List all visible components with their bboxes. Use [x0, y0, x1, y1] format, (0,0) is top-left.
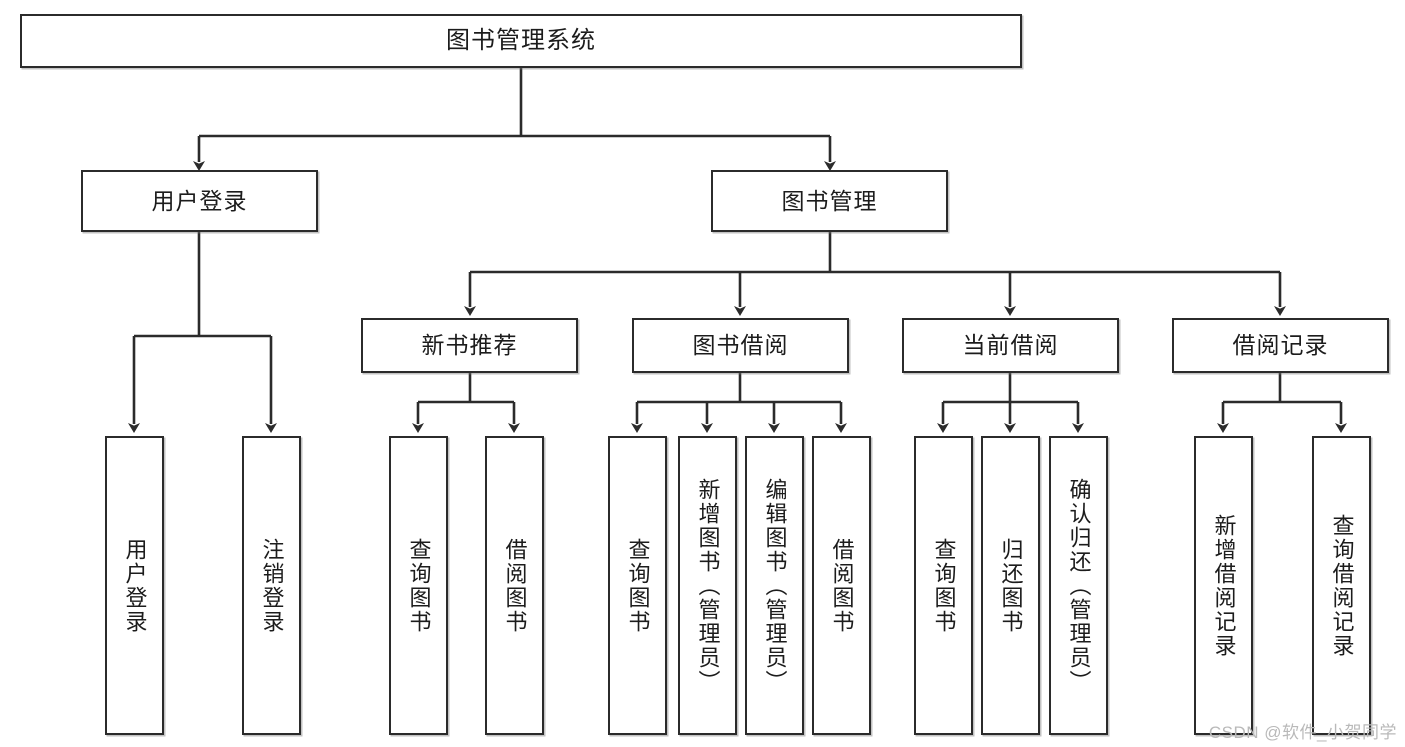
leaf-user-login[interactable]: 用户登录 — [105, 436, 164, 735]
leaf-query-borrow-record-label: 查询借阅记录 — [1329, 513, 1355, 658]
leaf-add-borrow-record-label: 新增借阅记录 — [1211, 513, 1237, 658]
leaf-confirm-return[interactable]: 确认归还（管理员） — [1049, 436, 1108, 735]
leaf-add-borrow-record[interactable]: 新增借阅记录 — [1194, 436, 1253, 735]
leaf-query-book-3[interactable]: 查询图书 — [914, 436, 973, 735]
node-borrow-record[interactable]: 借阅记录 — [1172, 318, 1389, 373]
leaf-logout-login-label: 注销登录 — [259, 537, 285, 634]
leaf-borrow-book-2-label: 借阅图书 — [829, 537, 855, 634]
leaf-borrow-book-1[interactable]: 借阅图书 — [485, 436, 544, 735]
leaf-user-login-label: 用户登录 — [122, 537, 148, 634]
node-book-borrow-label: 图书借阅 — [692, 332, 789, 359]
node-book-management[interactable]: 图书管理 — [711, 170, 948, 232]
leaf-logout-login[interactable]: 注销登录 — [242, 436, 301, 735]
node-book-borrow[interactable]: 图书借阅 — [632, 318, 849, 373]
leaf-edit-book[interactable]: 编辑图书（管理员） — [745, 436, 804, 735]
leaf-return-book-label: 归还图书 — [998, 537, 1024, 634]
node-current-borrow-label: 当前借阅 — [962, 332, 1059, 359]
node-user-login[interactable]: 用户登录 — [81, 170, 318, 232]
leaf-query-borrow-record[interactable]: 查询借阅记录 — [1312, 436, 1371, 735]
leaf-query-book-1-label: 查询图书 — [406, 537, 432, 634]
node-root-label: 图书管理系统 — [446, 27, 596, 54]
leaf-add-book[interactable]: 新增图书（管理员） — [678, 436, 737, 735]
node-current-borrow[interactable]: 当前借阅 — [902, 318, 1119, 373]
leaf-confirm-return-label: 确认归还（管理员） — [1066, 477, 1092, 694]
leaf-query-book-1[interactable]: 查询图书 — [389, 436, 448, 735]
leaf-return-book[interactable]: 归还图书 — [981, 436, 1040, 735]
node-new-book-recommend-label: 新书推荐 — [421, 332, 518, 359]
leaf-query-book-3-label: 查询图书 — [931, 537, 957, 634]
leaf-add-book-label: 新增图书（管理员） — [695, 477, 721, 694]
node-user-login-label: 用户登录 — [151, 187, 248, 214]
leaf-edit-book-label: 编辑图书（管理员） — [762, 477, 788, 694]
node-borrow-record-label: 借阅记录 — [1232, 332, 1329, 359]
leaf-query-book-2-label: 查询图书 — [625, 537, 651, 634]
leaf-borrow-book-1-label: 借阅图书 — [502, 537, 528, 634]
csdn-watermark: CSDN @软件_小贺同学 — [1208, 723, 1397, 742]
node-book-management-label: 图书管理 — [781, 187, 878, 214]
node-root[interactable]: 图书管理系统 — [20, 14, 1022, 68]
leaf-borrow-book-2[interactable]: 借阅图书 — [812, 436, 871, 735]
leaf-query-book-2[interactable]: 查询图书 — [608, 436, 667, 735]
node-new-book-recommend[interactable]: 新书推荐 — [361, 318, 578, 373]
